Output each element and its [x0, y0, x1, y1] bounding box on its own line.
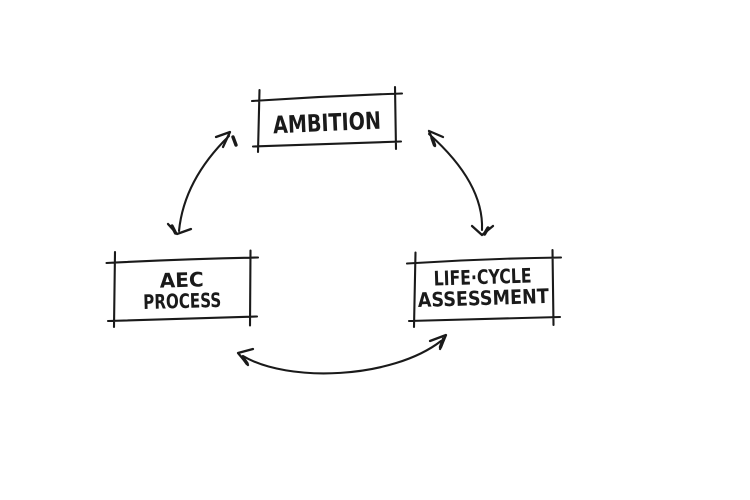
bottom-arrow-curve [241, 339, 443, 375]
aec-process-box [105, 249, 260, 329]
left-arrow-lower-arrowhead-ink [170, 224, 178, 235]
aec-process-label-line2: PROCESS [143, 288, 222, 314]
node-ambition: AMBITION [250, 85, 404, 154]
connector-aec-process-life-cycle-assessment [236, 333, 448, 375]
left-arrow-upper-arrowhead-icon [214, 130, 232, 149]
node-aec-process: AEC PROCESS [105, 249, 260, 329]
right-arrow-upper-arrowhead-ink [430, 136, 437, 147]
right-arrow-lower-arrowhead-ink [482, 226, 490, 236]
aec-process-label-line1: AEC [159, 267, 204, 292]
ambition-box [250, 85, 404, 154]
left-arrow-curve [177, 134, 231, 233]
node-life-cycle-assessment: LIFE·CYCLE ASSESSMENT [405, 248, 563, 329]
connector-ambition-aec-process [166, 130, 238, 236]
life-cycle-assessment-label-line2: ASSESSMENT [417, 284, 549, 312]
right-arrow-curve [427, 132, 484, 232]
bottom-arrow-left-arrowhead-ink [240, 355, 249, 366]
ambition-label: AMBITION [272, 107, 381, 140]
connector-ambition-life-cycle-assessment [427, 129, 495, 237]
life-cycle-assessment-box [405, 248, 563, 329]
left-arrow-upper-arrowhead-ink [231, 135, 238, 147]
bottom-arrow-right-arrowhead-ink [438, 337, 446, 349]
life-cycle-assessment-label-line1: LIFE·CYCLE [433, 263, 532, 290]
